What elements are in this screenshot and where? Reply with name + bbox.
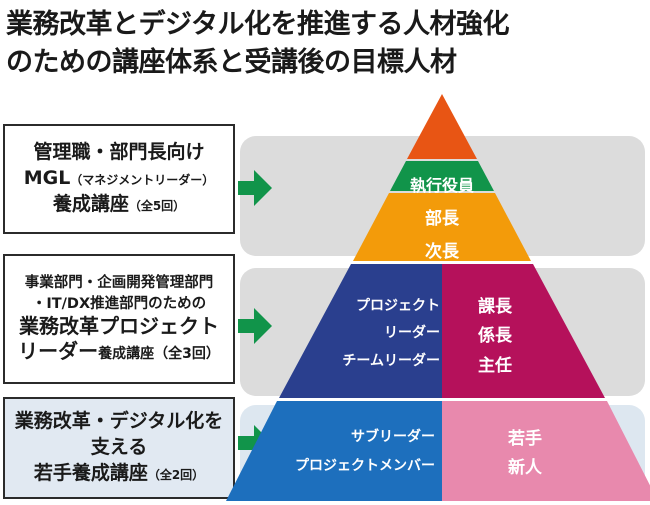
course-1-line-2: MGL（マネジメントリーダー） bbox=[23, 167, 215, 190]
course-box-junior: 業務改革・デジタル化を 支える 若手養成講座（全2回） bbox=[3, 397, 235, 499]
course-2-leader: リーダー bbox=[18, 339, 99, 364]
course-1-name: 養成講座 bbox=[52, 192, 129, 215]
course-3-line-1: 業務改革・デジタル化を bbox=[14, 410, 224, 433]
label-project-member: プロジェクトメンバー bbox=[295, 458, 435, 474]
course-2-line-3: 業務改革プロジェクト bbox=[19, 314, 219, 339]
arrow-right-icon bbox=[238, 308, 272, 344]
tier-bottom-right bbox=[442, 401, 650, 501]
course-box-project-leader: 事業部門・企画開発管理部門 ・IT/DX推進部門のための 業務改革プロジェクト … bbox=[3, 254, 235, 384]
tier-director bbox=[390, 161, 494, 191]
course-2-line-2: ・IT/DX推進部門のための bbox=[31, 295, 207, 312]
tier-bottom-left bbox=[226, 401, 442, 501]
label-director: 部長 bbox=[425, 209, 459, 229]
course-3-name: 若手養成講座 bbox=[33, 461, 148, 484]
arrow-right-icon bbox=[238, 170, 272, 206]
course-1-mgl-sub: （マネジメントリーダー） bbox=[70, 173, 215, 188]
course-2-line-1: 事業部門・企画開発管理部門 bbox=[24, 274, 214, 291]
tier-middle-left bbox=[279, 264, 442, 398]
page-title-line-1: 業務改革とデジタル化を推進する人材強化 bbox=[6, 9, 509, 40]
course-3-line-3: 若手養成講座（全2回） bbox=[33, 461, 205, 485]
page-title-line-2: のための講座体系と受講後の目標人材 bbox=[6, 47, 457, 78]
label-chief: 主任 bbox=[478, 356, 512, 376]
course-3-line-2: 支える bbox=[90, 436, 148, 459]
label-team-leader: チームリーダー bbox=[342, 353, 440, 369]
label-sub-leader: サブリーダー bbox=[351, 429, 435, 445]
label-deputy: 次長 bbox=[425, 242, 459, 262]
label-executive: 執行役員 bbox=[409, 176, 474, 195]
label-leader: リーダー bbox=[384, 325, 440, 341]
label-newcomer: 新人 bbox=[508, 458, 542, 478]
tier-executive bbox=[407, 94, 477, 159]
tier-middle-right bbox=[442, 264, 605, 398]
tier-deputy bbox=[353, 193, 531, 261]
course-3-sessions: （全2回） bbox=[147, 467, 205, 482]
label-project: プロジェクト bbox=[356, 298, 440, 314]
course-1-mgl: MGL bbox=[23, 167, 71, 190]
label-young: 若手 bbox=[508, 429, 542, 449]
arrow-right-icon bbox=[238, 425, 272, 461]
course-1-line-1: 管理職・部門長向け bbox=[33, 141, 205, 164]
label-subsection-chief: 係長 bbox=[478, 326, 512, 346]
course-2-line-4: リーダー養成講座（全3回） bbox=[18, 340, 220, 363]
course-2-sessions: 養成講座（全3回） bbox=[98, 346, 220, 363]
course-1-line-3: 養成講座（全5回） bbox=[52, 192, 186, 216]
label-section-chief: 課長 bbox=[478, 297, 512, 317]
course-1-sessions: （全5回） bbox=[128, 198, 186, 213]
course-box-mgl: 管理職・部門長向け MGL（マネジメントリーダー） 養成講座（全5回） bbox=[3, 124, 235, 234]
